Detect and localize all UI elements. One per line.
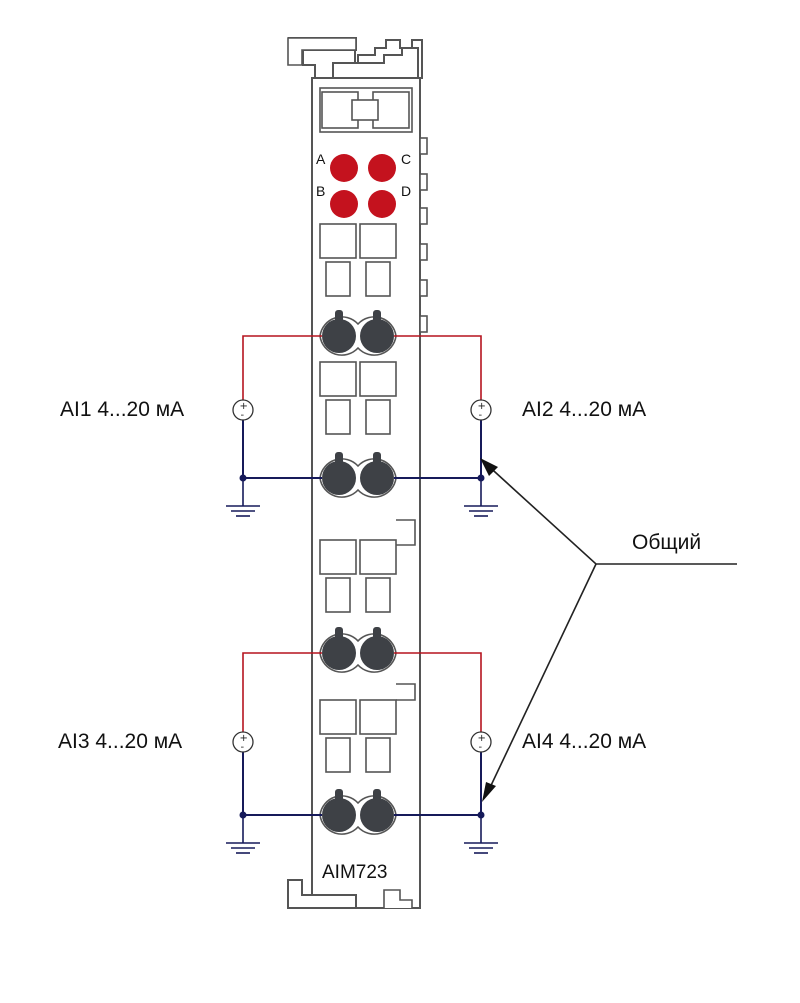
terminal-screw (360, 798, 394, 832)
terminal-screw (322, 319, 356, 353)
side-notch (396, 519, 416, 546)
channel-label-ai2: AI2 4...20 мА (522, 398, 646, 421)
terminal-screw (360, 636, 394, 670)
current-source-symbol (232, 399, 254, 421)
source-plus-sign: + (478, 401, 486, 412)
current-source-symbol (232, 731, 254, 753)
bottom-rail-clip (287, 879, 357, 909)
terminal-screw-tab (335, 452, 343, 466)
terminal-screw-tab (335, 627, 343, 641)
terminal-screw-tab (373, 452, 381, 466)
signal-wire (394, 335, 482, 400)
bottom-rail-clip-right (383, 889, 413, 908)
terminal-screw-tab (373, 310, 381, 324)
led-label-b: B (316, 183, 325, 199)
spring-release-left (325, 577, 351, 613)
contact-block-left (319, 223, 357, 259)
common-label: Общий (632, 531, 701, 554)
source-plus-sign: + (240, 733, 248, 744)
contact-block-left (319, 361, 357, 397)
contact-block-right (359, 361, 397, 397)
module-model-label: AIM723 (322, 862, 387, 883)
channel-ai1-wiring: +- (226, 335, 322, 517)
top-rail-outline (287, 37, 357, 66)
source-plus-sign: + (478, 733, 486, 744)
spring-release-right (365, 399, 391, 435)
top-connector (319, 87, 413, 133)
source-minus-sign: - (241, 742, 245, 753)
contact-block-right (359, 699, 397, 735)
contact-block-left (319, 699, 357, 735)
channel-ai4-wiring: +- (394, 652, 498, 854)
spring-release-right (365, 577, 391, 613)
channel-label-ai3: AI3 4...20 мА (58, 730, 182, 753)
channel-label-ai1: AI1 4...20 мА (60, 398, 184, 421)
spring-release-left (325, 261, 351, 297)
led-panel: A B C D (316, 151, 411, 218)
io-module: A B C D AIM723 (287, 37, 428, 909)
wiring: +-+-+-+- (226, 335, 498, 854)
contact-block-left (319, 539, 357, 575)
channel-ai3-wiring: +- (226, 652, 322, 854)
led-label-d: D (401, 183, 411, 199)
spring-release-right (365, 261, 391, 297)
led-a (330, 154, 358, 182)
spring-release-left (325, 737, 351, 773)
signal-wire (242, 652, 322, 732)
terminal-screw (360, 461, 394, 495)
channel-ai2-wiring: +- (394, 335, 498, 517)
common-wire (242, 752, 322, 816)
contact-block-right (359, 223, 397, 259)
spring-release-left (325, 399, 351, 435)
contact-block-right (359, 539, 397, 575)
terminal-screw-tab (335, 789, 343, 803)
common-wire (242, 420, 322, 479)
source-minus-sign: - (479, 410, 483, 421)
source-minus-sign: - (479, 742, 483, 753)
right-side-tabs (419, 137, 428, 333)
common-leader-line-lower (485, 563, 597, 797)
terminal-screw-tab (335, 310, 343, 324)
led-label-a: A (316, 151, 326, 167)
terminal-screw (360, 319, 394, 353)
led-c (368, 154, 396, 182)
led-b (330, 190, 358, 218)
led-label-c: C (401, 151, 411, 167)
led-d (368, 190, 396, 218)
terminal-screw (322, 461, 356, 495)
signal-wire (394, 652, 482, 732)
current-source-symbol (470, 731, 492, 753)
source-minus-sign: - (241, 410, 245, 421)
common-callout: Общий (480, 458, 737, 802)
terminal-screw (322, 636, 356, 670)
current-source-symbol (470, 399, 492, 421)
terminal-screw (322, 798, 356, 832)
terminal-screw-tab (373, 789, 381, 803)
common-arrowhead-lower (482, 782, 496, 802)
source-plus-sign: + (240, 401, 248, 412)
common-arrowhead-upper (480, 458, 498, 476)
channel-label-ai4: AI4 4...20 мА (522, 730, 646, 753)
terminal-screw-tab (373, 627, 381, 641)
spring-release-right (365, 737, 391, 773)
signal-wire (242, 335, 322, 400)
side-notch-lower (396, 683, 416, 701)
